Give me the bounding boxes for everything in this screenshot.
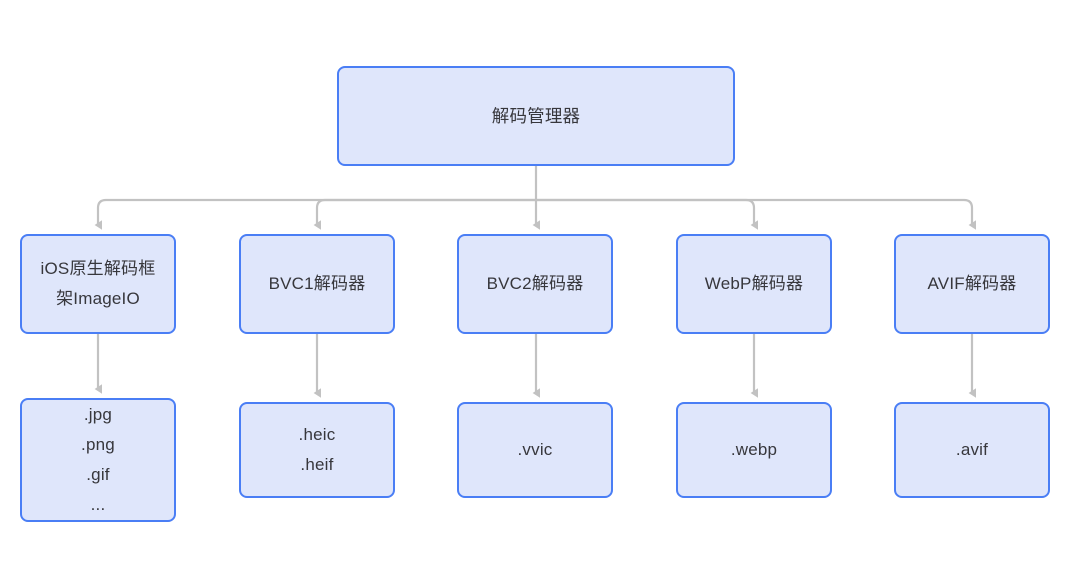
node-bvc1-decoder[interactable]: BVC1解码器 (239, 234, 395, 334)
edge-root-to-decoder-bvc1 (313, 198, 536, 230)
edge-root-to-decoder-webp (536, 198, 758, 230)
node-avif-decoder[interactable]: AVIF解码器 (894, 234, 1050, 334)
edge-root-to-decoder-avif (536, 198, 976, 230)
edge-root-to-decoder-imageio (94, 198, 536, 230)
node-label: BVC1解码器 (268, 274, 366, 293)
node-formats-bvc2[interactable]: .vvic (457, 402, 613, 498)
node-ios-native-imageio-decoder[interactable]: iOS原生解码框 架ImageIO (20, 234, 176, 334)
node-label: .heic .heif (298, 425, 336, 474)
node-label: .jpg .png .gif ... (81, 405, 115, 514)
node-label: WebP解码器 (704, 274, 804, 293)
node-formats-bvc1[interactable]: .heic .heif (239, 402, 395, 498)
node-webp-decoder[interactable]: WebP解码器 (676, 234, 832, 334)
node-label: iOS原生解码框 架ImageIO (40, 259, 156, 308)
node-formats-imageio[interactable]: .jpg .png .gif ... (20, 398, 176, 522)
node-formats-webp[interactable]: .webp (676, 402, 832, 498)
node-label: .avif (955, 440, 989, 459)
node-label: AVIF解码器 (927, 274, 1017, 293)
node-formats-avif[interactable]: .avif (894, 402, 1050, 498)
node-label: BVC2解码器 (486, 274, 584, 293)
node-bvc2-decoder[interactable]: BVC2解码器 (457, 234, 613, 334)
node-label: 解码管理器 (491, 106, 581, 126)
node-label: .vvic (517, 440, 553, 459)
node-decode-manager[interactable]: 解码管理器 (337, 66, 735, 166)
node-label: .webp (730, 440, 778, 459)
